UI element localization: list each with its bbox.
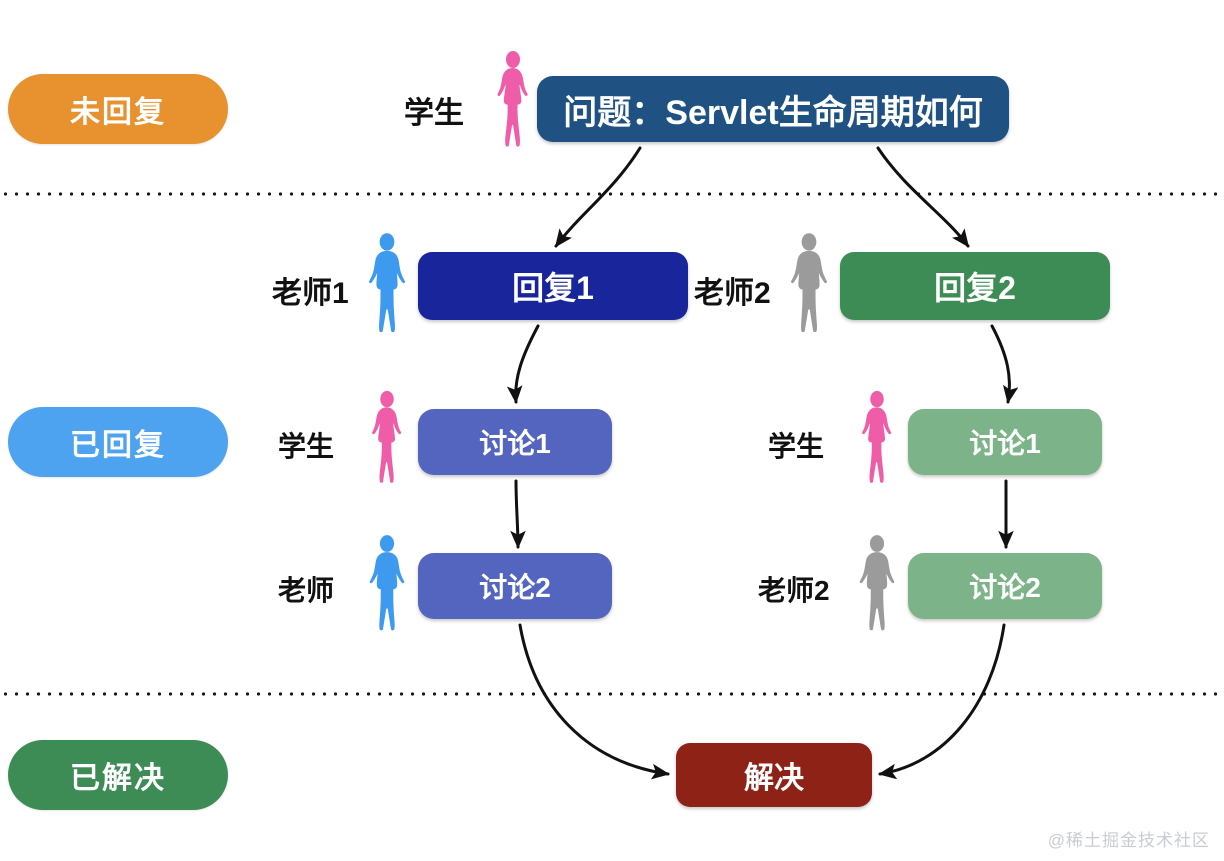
node-question[interactable]: 问题：Servlet生命周期如何 [537,76,1009,142]
role-label: 老师1 [272,277,349,310]
status-pill[interactable]: 已回复 [8,407,228,477]
person-male-icon [364,534,410,634]
node-reply1[interactable]: 回复1 [418,252,688,320]
node-resolve[interactable]: 解决 [676,743,872,807]
watermark: @稀土掘金技术社区 [1047,831,1210,850]
role-label: 老师 [278,575,335,606]
status-pill[interactable]: 已解决 [8,740,228,810]
person-male-icon [362,232,412,336]
edge-reply2-to-discussR1 [990,324,1019,404]
node-discussR1[interactable]: 讨论1 [908,409,1102,475]
node-reply2[interactable]: 回复2 [840,252,1110,320]
edge-discussL1-to-discussL2 [510,479,526,549]
edge-question-to-reply2 [876,146,970,248]
role-label: 老师2 [758,575,830,606]
edge-discussR2-to-resolve [878,623,1006,780]
section-divider-unanswered [0,192,1224,196]
person-female-icon [854,390,900,490]
edge-discussL2-to-resolve [518,623,670,780]
edge-question-to-reply1 [554,146,642,248]
edge-reply1-to-discussL1 [506,324,540,404]
node-discussL1[interactable]: 讨论1 [418,409,612,475]
status-pill[interactable]: 未回复 [8,74,228,144]
person-female-icon [364,390,410,490]
role-label: 学生 [768,431,825,462]
role-label: 老师2 [694,277,771,310]
role-label: 学生 [278,431,335,462]
person-female-icon [489,50,537,154]
person-male-icon [784,232,834,336]
node-discussL2[interactable]: 讨论2 [418,553,612,619]
node-discussR2[interactable]: 讨论2 [908,553,1102,619]
section-divider-answered [0,692,1224,696]
person-male-icon [854,534,900,634]
role-label: 学生 [404,97,464,130]
